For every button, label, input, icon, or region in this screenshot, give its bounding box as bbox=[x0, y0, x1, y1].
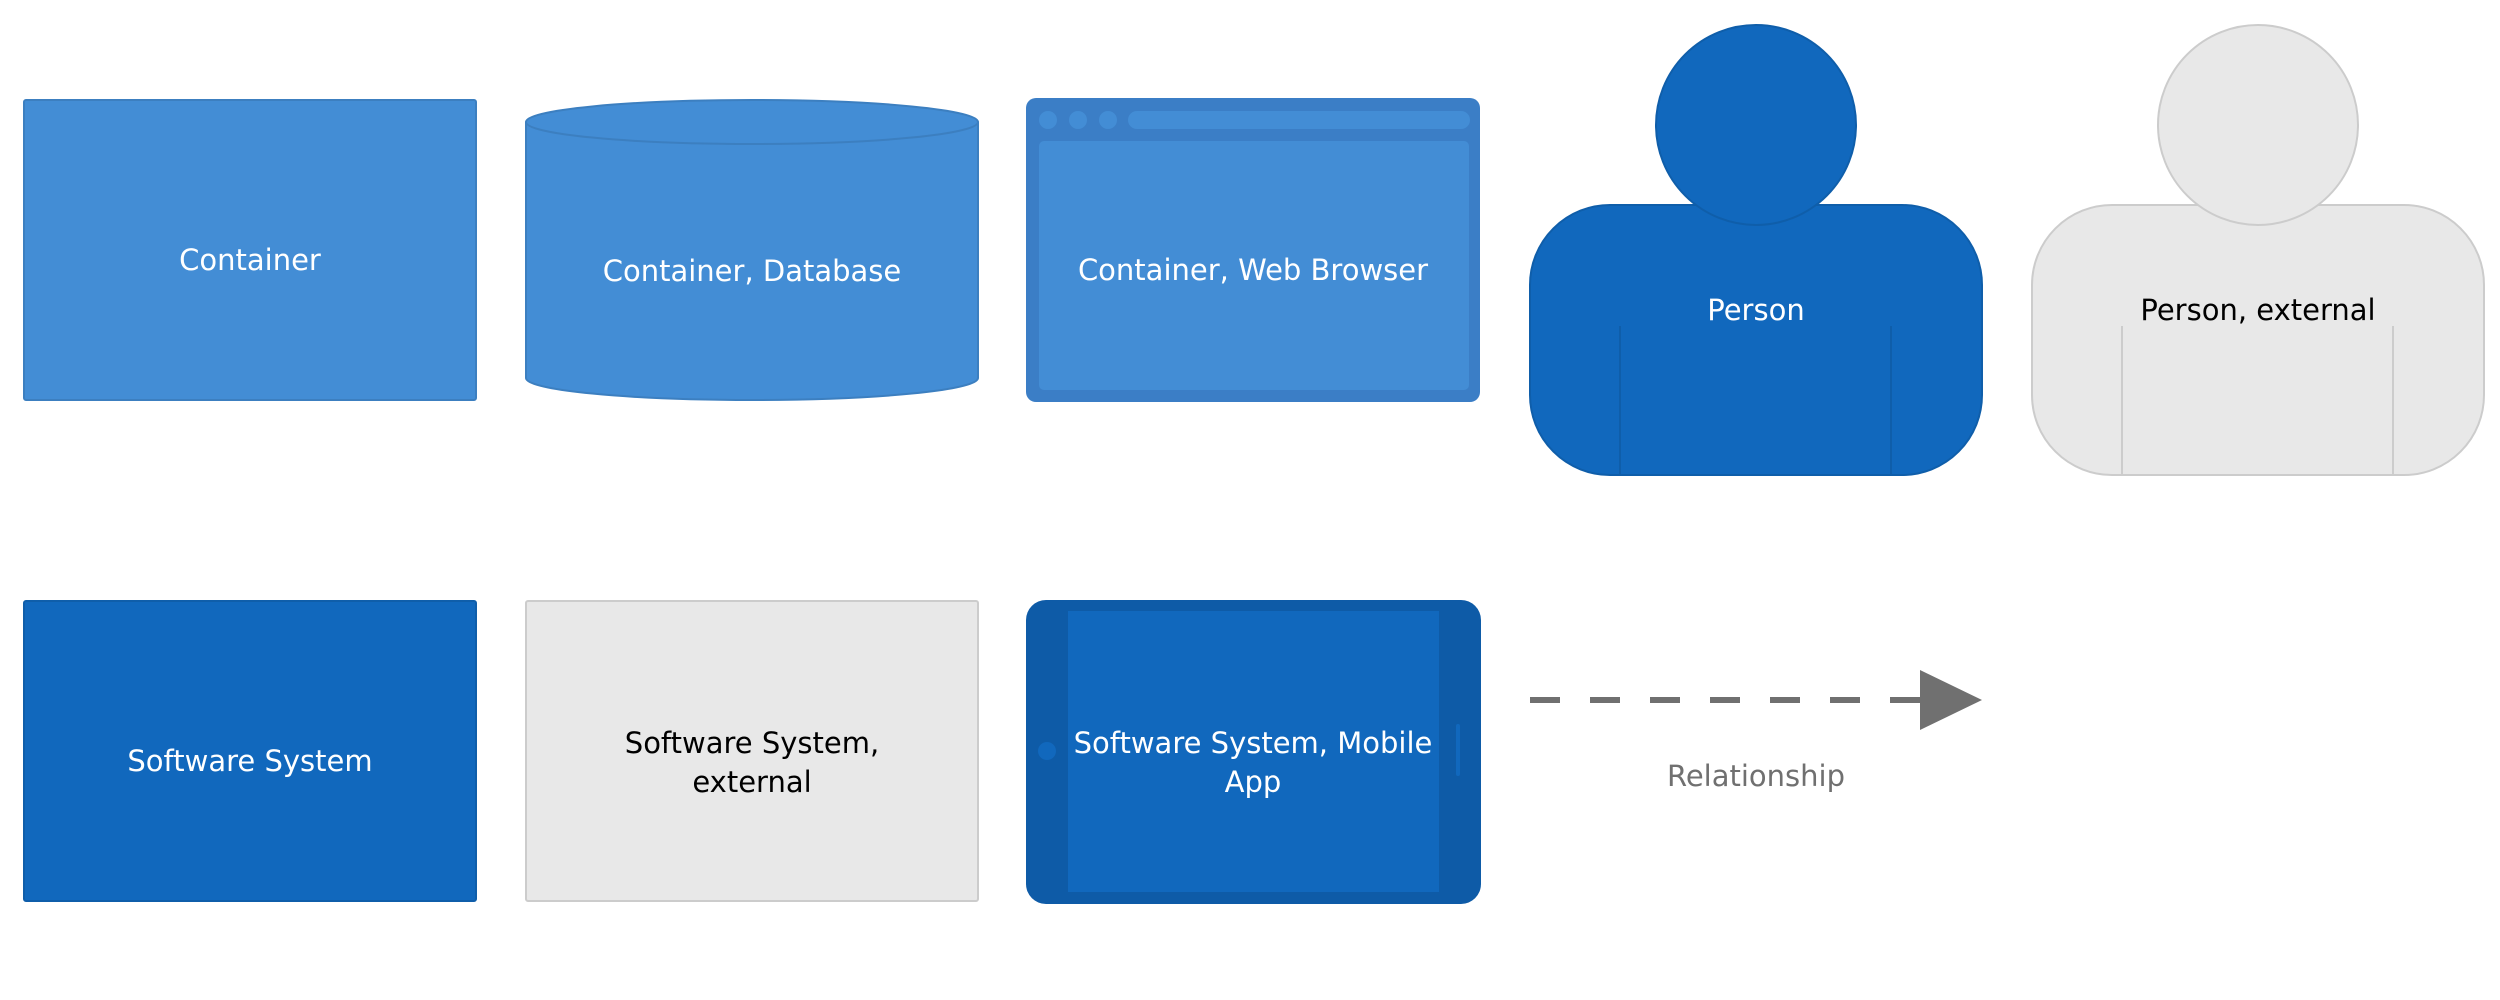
software-system-external-box bbox=[525, 600, 979, 902]
container-element[interactable]: Container bbox=[23, 99, 477, 401]
container-web-browser-label: Container, Web Browser bbox=[1078, 253, 1428, 287]
software-system-external-element[interactable]: Software System, external bbox=[525, 600, 979, 902]
container-database-label: Container, Database bbox=[603, 254, 902, 288]
container-label: Container bbox=[179, 243, 321, 277]
container-box bbox=[23, 99, 477, 401]
software-system-box bbox=[23, 600, 477, 902]
software-system-mobile-label-line1: Software System, Mobile bbox=[1074, 726, 1433, 760]
container-web-browser-element[interactable]: Container, Web Browser bbox=[1026, 98, 1480, 402]
software-system-mobile-app-element[interactable]: Software System, Mobile App bbox=[1026, 600, 1481, 904]
person-external-head bbox=[2157, 24, 2359, 226]
person-body bbox=[1529, 204, 1983, 476]
mobile-side-button bbox=[1456, 724, 1460, 776]
browser-dot-2 bbox=[1069, 111, 1087, 129]
person-external-label: Person, external bbox=[2140, 293, 2375, 327]
container-database-element[interactable]: Container, Database bbox=[525, 99, 979, 401]
person-head bbox=[1655, 24, 1857, 226]
browser-dot-3 bbox=[1099, 111, 1117, 129]
software-system-external-label-line2: external bbox=[692, 765, 811, 799]
software-system-label: Software System bbox=[127, 744, 372, 778]
database-cylinder-body bbox=[525, 122, 979, 401]
software-system-external-label-line1: Software System, bbox=[625, 726, 879, 760]
browser-content-area bbox=[1039, 141, 1469, 390]
mobile-home-button bbox=[1038, 742, 1056, 760]
database-cylinder-top bbox=[525, 99, 979, 145]
browser-dot-1 bbox=[1039, 111, 1057, 129]
person-label: Person bbox=[1707, 293, 1804, 327]
person-external-element[interactable]: Person, external bbox=[2031, 24, 2485, 476]
relationship-arrowhead bbox=[1920, 670, 1982, 730]
relationship-element[interactable]: Relationship bbox=[1530, 670, 1982, 793]
relationship-label: Relationship bbox=[1667, 759, 1845, 793]
software-system-mobile-label-line2: App bbox=[1225, 765, 1282, 799]
browser-address-bar bbox=[1128, 111, 1470, 129]
software-system-element[interactable]: Software System bbox=[23, 600, 477, 902]
mobile-device-screen bbox=[1068, 611, 1439, 892]
person-element[interactable]: Person bbox=[1529, 24, 1983, 476]
person-external-body bbox=[2031, 204, 2485, 476]
